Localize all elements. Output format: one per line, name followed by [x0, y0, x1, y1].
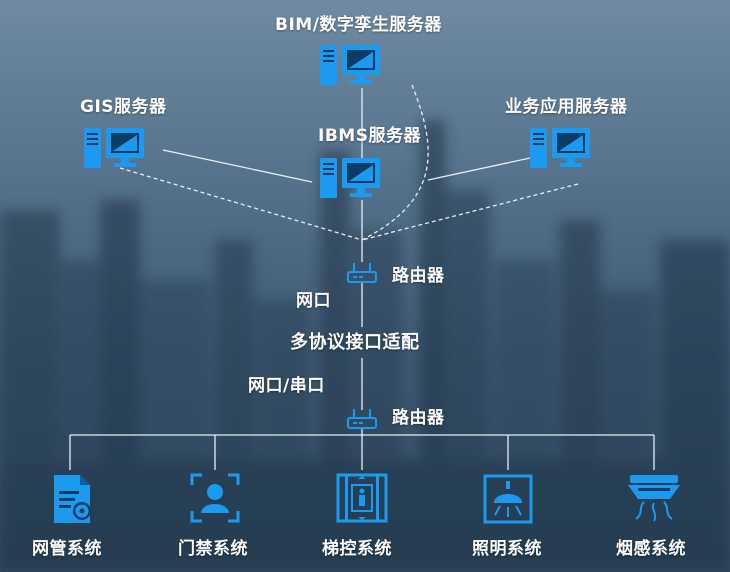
- link-business-ibms: [427, 157, 531, 181]
- subsystem-label: 网管系统: [32, 539, 102, 559]
- elevator-control-icon: [336, 473, 388, 523]
- router-top-icon: [347, 263, 377, 283]
- link-top-label: 网口: [296, 291, 331, 311]
- bim-server-label: BIM/数字孪生服务器: [275, 15, 442, 35]
- network-management-icon: [54, 475, 91, 523]
- link-gis-ibms: [162, 149, 313, 183]
- dashed-link-business-router: [361, 183, 579, 241]
- dashed-link-bim-router: [361, 84, 429, 241]
- router-bottom-icon: [347, 409, 377, 429]
- subsystem-label: 照明系统: [472, 539, 542, 559]
- adapter-label: 多协议接口适配: [290, 332, 420, 353]
- subsystem-label: 梯控系统: [322, 539, 392, 559]
- ibms-server-icon: [320, 158, 380, 198]
- bim-server-icon: [320, 45, 380, 85]
- router-bottom-label: 路由器: [392, 408, 445, 428]
- subsystem-label: 烟感系统: [616, 539, 686, 559]
- router-top-label: 路由器: [392, 266, 445, 286]
- lighting-icon: [483, 474, 533, 524]
- ibms-server-label: IBMS服务器: [318, 126, 421, 146]
- smoke-detector-icon: [628, 475, 680, 522]
- link-bottom-label: 网口/串口: [248, 376, 325, 396]
- business-server-label: 业务应用服务器: [505, 97, 628, 117]
- access-control-icon: [190, 473, 240, 523]
- dashed-link-gis-router: [119, 167, 363, 241]
- gis-server-icon: [84, 128, 144, 168]
- gis-server-label: GIS服务器: [80, 97, 167, 117]
- business-server-icon: [530, 128, 590, 168]
- subsystem-label: 门禁系统: [178, 539, 248, 559]
